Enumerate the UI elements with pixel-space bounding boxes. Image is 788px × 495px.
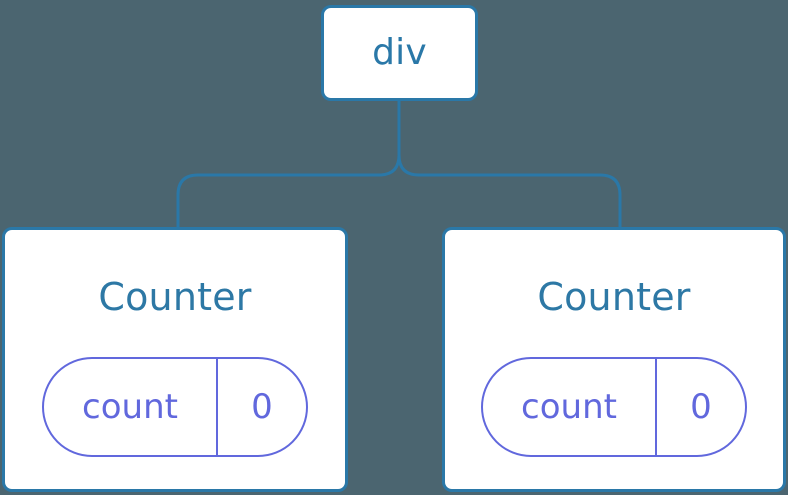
state-value-right: 0 xyxy=(690,387,712,427)
node-div[interactable]: div xyxy=(321,5,478,101)
node-counter-left-label: Counter xyxy=(98,275,252,319)
node-div-label: div xyxy=(372,32,427,73)
state-value-left: 0 xyxy=(251,387,273,427)
node-counter-left[interactable]: Counter count 0 xyxy=(2,227,348,492)
state-pill-left[interactable]: count 0 xyxy=(42,357,308,457)
node-counter-right[interactable]: Counter count 0 xyxy=(442,227,786,492)
state-key-left: count xyxy=(44,359,218,455)
connector-left xyxy=(176,101,401,229)
connector-right xyxy=(397,101,622,229)
state-key-right: count xyxy=(483,359,657,455)
node-counter-right-label: Counter xyxy=(537,275,691,319)
state-pill-right[interactable]: count 0 xyxy=(481,357,747,457)
